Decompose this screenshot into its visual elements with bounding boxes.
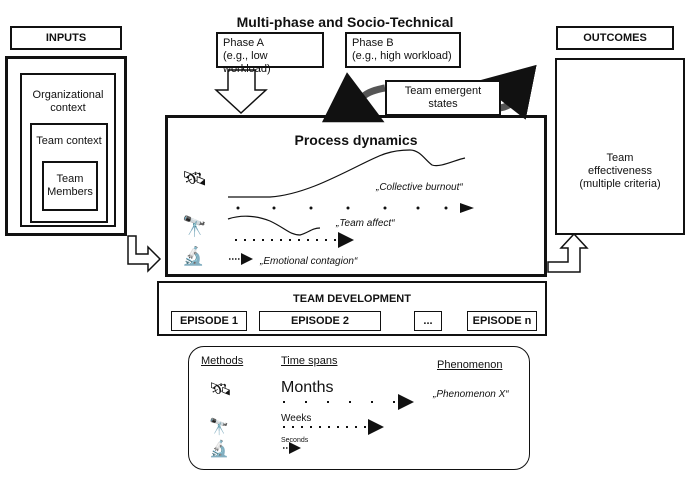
episode-ellipsis: ... [414,311,442,331]
organizational-context-box: Organizational context Team context Team… [20,73,116,227]
phase-arrow [214,69,268,115]
phenomenon-collective-burnout: „Collective burnout“ [376,182,463,193]
episode-2: EPISODE 2 [259,311,381,331]
process-dynamics-box: Process dynamics 🛰 🔭 🔬 „Collective burno… [165,115,547,277]
phase-b-box: Phase B(e.g., high workload) [345,32,461,68]
telescope-icon: 🔭 [209,419,229,436]
methods-header: Methods [201,355,244,367]
episode-n: EPISODE n [467,311,537,331]
phase-a-detail: (e.g., low workload) [223,50,271,75]
team-effectiveness-label: Team effectiveness (multiple criteria) [579,152,661,190]
microscope-icon: 🔬 [182,246,205,266]
telescope-icon: 🔭 [182,216,207,238]
team-emergent-states-box: Team emergent states [385,80,501,116]
organizational-context-label: Organizational context [32,89,104,114]
team-context-label: Team context [36,135,102,147]
outcomes-box: Team effectiveness (multiple criteria) [555,58,685,235]
team-development-box: TEAM DEVELOPMENT EPISODE 1 EPISODE 2 ...… [157,281,547,336]
cycle-arrow-left [321,72,386,123]
team-context-box: Team context Team Members [30,123,108,223]
input-arrow [127,235,162,273]
inputs-box: Organizational context Team context Team… [5,56,127,236]
phenomenon-x-label: „Phenomenon X“ [433,389,509,400]
outcome-arrow [547,232,589,273]
team-development-title: TEAM DEVELOPMENT [293,293,411,305]
months-label: Months [281,379,334,396]
process-dynamics-title: Process dynamics [294,132,418,148]
time-spans-header: Time spans [281,355,338,367]
phenomenon-header: Phenomenon [437,359,503,371]
phase-b-detail: (e.g., high workload) [352,50,452,62]
episode-1: EPISODE 1 [171,311,247,331]
inputs-header: INPUTS [10,26,122,50]
outcomes-header: OUTCOMES [556,26,674,50]
phase-a-box: Phase A(e.g., low workload) [216,32,324,75]
satellite-icon: 🛰 [182,168,208,190]
team-members-box: Team Members [42,161,98,211]
legend-box: Methods Time spans Phenomenon 🛰 🔭 🔬 Mont… [188,346,530,470]
curve-team-affect [227,215,321,236]
satellite-icon: 🛰 [209,379,232,399]
weeks-label: Weeks [281,413,312,424]
phenomenon-emotional-contagion: „Emotional contagion“ [260,256,358,267]
microscope-icon: 🔬 [209,441,229,458]
curve-collective-burnout [228,149,466,198]
phase-a-label: Phase A [223,37,264,49]
timeline-months [236,203,474,213]
seconds-label: Seconds [281,437,309,444]
phenomenon-team-affect: „Team affect“ [336,218,395,229]
diagram-title: Multi-phase and Socio-Technical [236,14,454,30]
phase-b-label: Phase B [352,37,394,49]
